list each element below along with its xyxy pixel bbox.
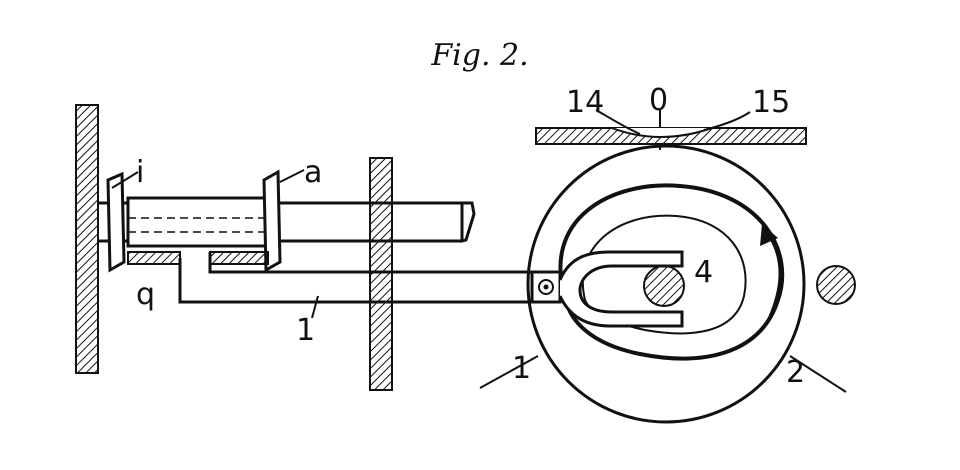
leader-lines xyxy=(111,109,847,393)
cam-groove-inner xyxy=(582,214,747,335)
middle-wall xyxy=(369,157,393,391)
rotation-arrow xyxy=(760,224,783,319)
collar-a xyxy=(262,169,282,273)
shaft xyxy=(98,196,476,248)
label-disc-1: 1 xyxy=(512,351,531,386)
label-lever: 1 xyxy=(296,313,315,348)
label-mark-0: 0 xyxy=(649,83,668,118)
label-mark-15: 15 xyxy=(752,85,790,120)
label-a: a xyxy=(304,155,322,190)
label-disc-2: 2 xyxy=(786,355,805,390)
collar-i xyxy=(106,171,126,273)
label-i: i xyxy=(136,155,144,190)
left-wall xyxy=(75,104,99,374)
fork xyxy=(558,250,684,328)
bearing-q xyxy=(127,251,181,265)
scale-plate xyxy=(535,127,807,150)
figure-title: Fig. 2. xyxy=(431,38,529,73)
label-mark-14: 14 xyxy=(566,85,604,120)
lever-arm xyxy=(178,252,562,304)
right-stud xyxy=(816,265,856,305)
label-q: q xyxy=(136,277,155,312)
bearing-a xyxy=(209,251,269,265)
pin-4 xyxy=(643,265,685,307)
cam-disc xyxy=(526,144,806,424)
label-pin-4: 4 xyxy=(694,255,713,290)
